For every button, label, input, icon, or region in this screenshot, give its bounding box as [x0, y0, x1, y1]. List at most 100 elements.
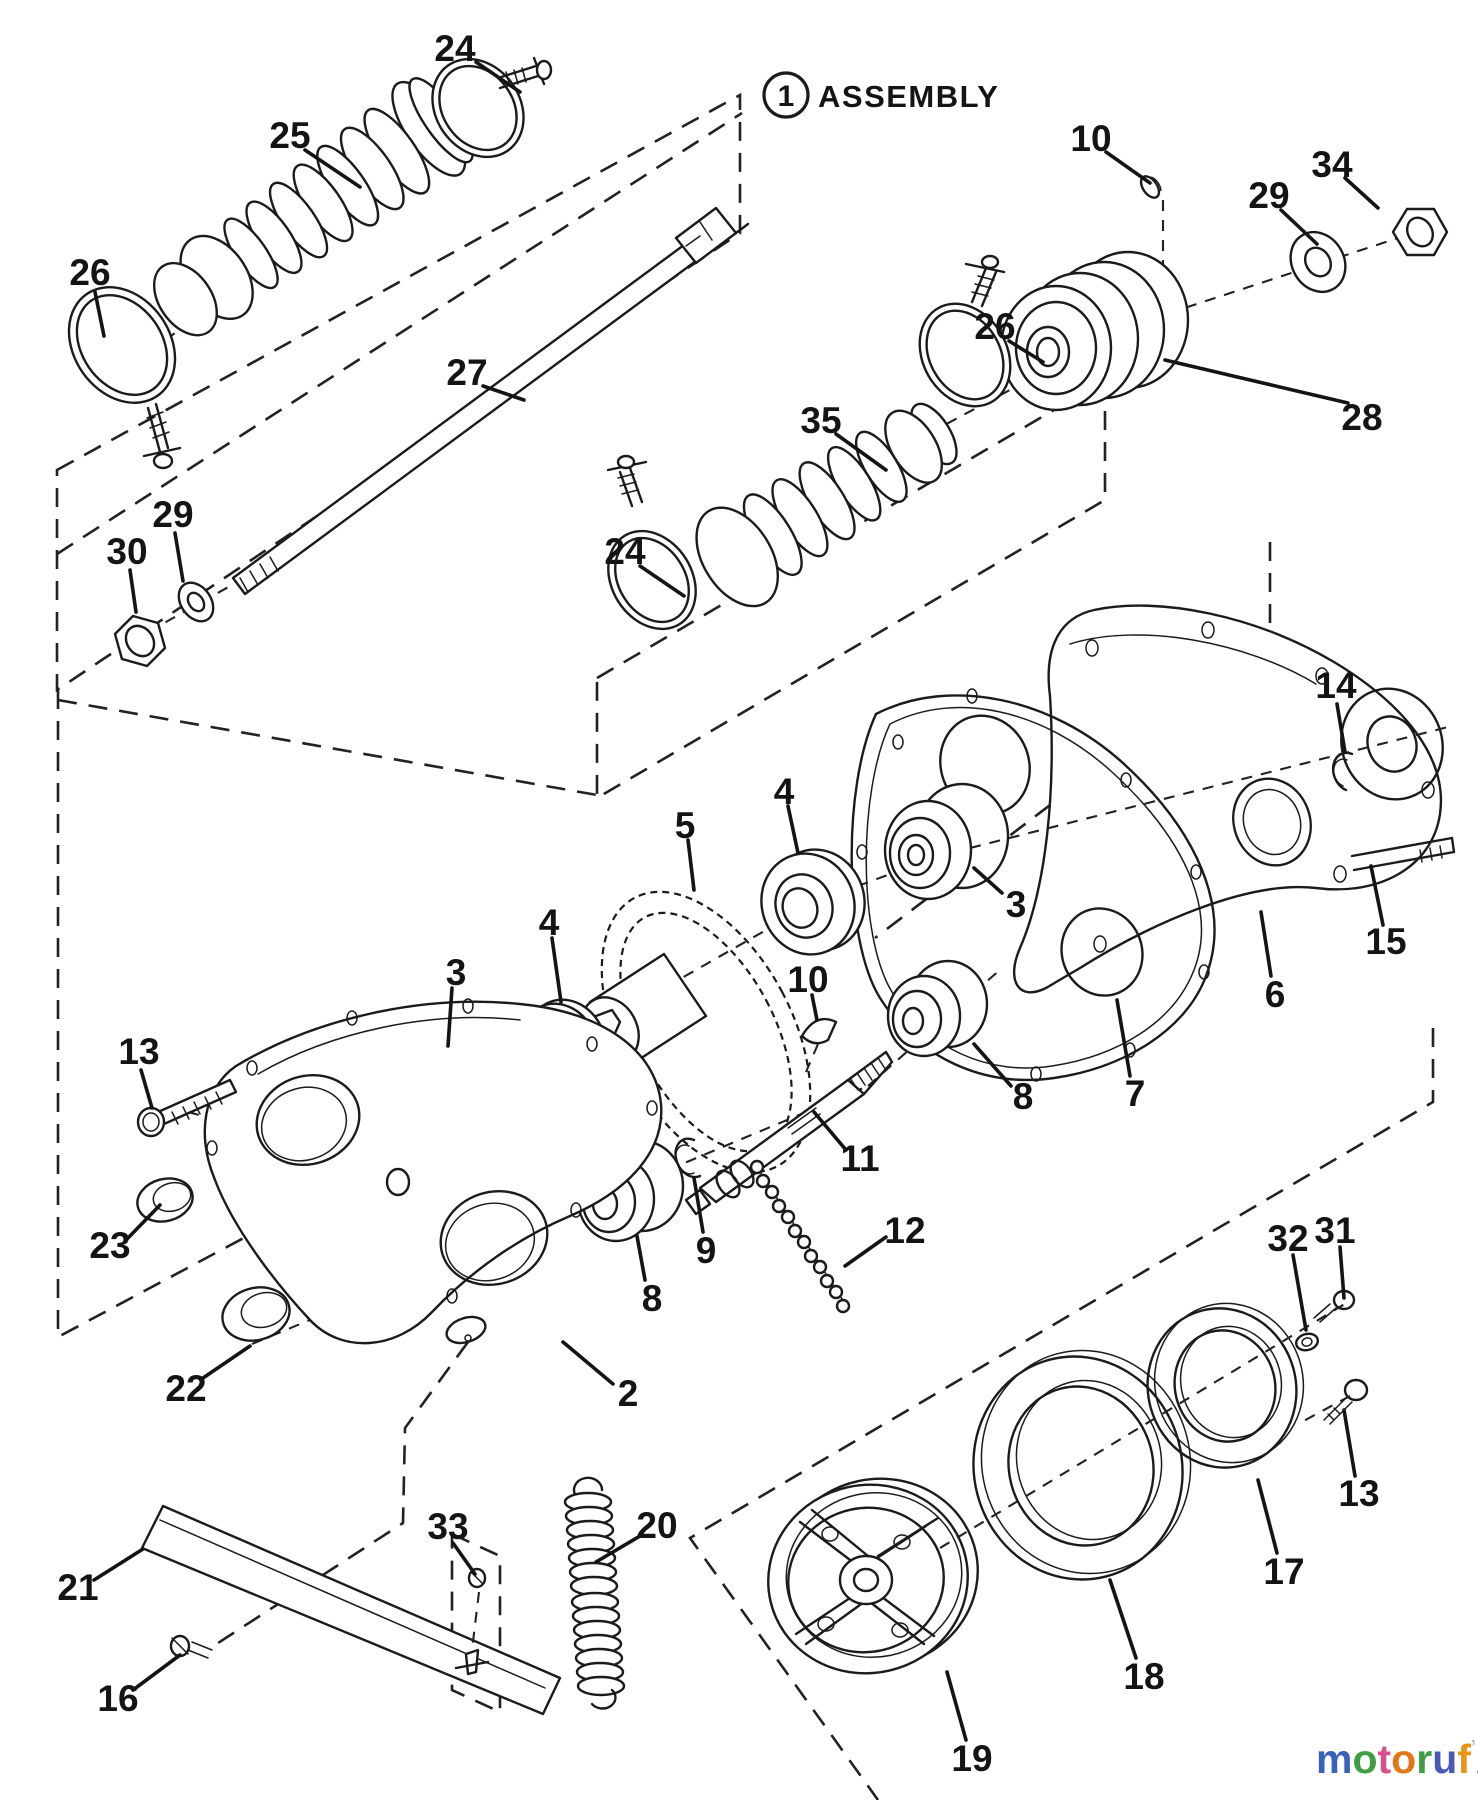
callout-24-mid: 24	[604, 531, 646, 572]
callout-31: 31	[1314, 1210, 1355, 1251]
leader-13-left	[139, 1068, 154, 1110]
part-28-pulley	[999, 250, 1190, 412]
callout-29-right: 29	[1248, 175, 1289, 216]
callout-22: 22	[165, 1368, 206, 1409]
callout-10-mid: 10	[787, 959, 828, 1000]
part-21-bracket	[140, 1504, 562, 1716]
leader-22	[201, 1344, 252, 1380]
part-24-clamp-top	[431, 56, 553, 159]
callout-4-left: 4	[539, 902, 560, 943]
leader-32	[1291, 1253, 1308, 1332]
part-35-boot-spring	[695, 402, 958, 608]
leader-12	[843, 1235, 888, 1268]
leader-17	[1256, 1478, 1279, 1555]
phantom-box-7	[688, 1028, 1435, 1800]
callout-3-left: 3	[446, 952, 467, 993]
assembly-title-label: ASSEMBLY	[818, 79, 999, 114]
watermark-suffix: .de	[1476, 1758, 1478, 1777]
part-20-spring	[563, 1476, 626, 1710]
callout-18: 18	[1123, 1656, 1164, 1697]
callout-23: 23	[89, 1225, 130, 1266]
callout-7: 7	[1125, 1073, 1146, 1114]
part-26-clamp-right	[918, 254, 1012, 408]
part-26-clamp-left	[67, 286, 182, 470]
leader-15	[1369, 864, 1385, 927]
leader-21	[92, 1547, 145, 1582]
centerline-over-0	[969, 724, 1453, 850]
leader-23	[126, 1203, 162, 1240]
callout-29-left: 29	[152, 494, 193, 535]
callout-25: 25	[269, 115, 310, 156]
part-2-cover	[203, 998, 663, 1345]
leader-16	[131, 1653, 182, 1692]
part-11-shaft	[684, 1050, 894, 1216]
part-18-belt	[972, 1349, 1192, 1581]
part-34-nut	[1391, 207, 1449, 257]
leader-8-right	[972, 1042, 1013, 1088]
assembly-number: 1	[778, 80, 795, 113]
leader-29-left	[173, 531, 185, 583]
callout-26-right: 26	[974, 306, 1015, 347]
leader-27	[481, 384, 526, 402]
leader-18	[1108, 1578, 1138, 1660]
callout-19: 19	[951, 1738, 992, 1779]
leader-31	[1338, 1245, 1346, 1300]
centerline-over-2	[1297, 1395, 1351, 1425]
part-10-woodruff-key	[800, 1017, 838, 1045]
leader-33	[451, 1541, 477, 1576]
callout-5: 5	[675, 805, 696, 846]
leader-9	[692, 1176, 705, 1234]
leader-10-mid	[810, 993, 819, 1022]
leader-11	[812, 1110, 848, 1152]
leader-3-right	[972, 866, 1004, 895]
callout-11: 11	[840, 1138, 879, 1179]
part-19-spoked-pulley	[767, 1477, 979, 1675]
leader-13-right	[1342, 1408, 1357, 1478]
part-4-bearing-right	[760, 848, 866, 956]
leader-2	[561, 1340, 615, 1386]
part-29-washer-right	[1289, 230, 1347, 294]
part-8-pulley-right	[886, 959, 989, 1058]
callout-10-right: 10	[1070, 118, 1111, 159]
callout-21: 21	[57, 1567, 98, 1608]
part-29-washer-left	[177, 581, 215, 623]
leader-10-right	[1104, 150, 1152, 185]
phantom-lines-layer	[55, 92, 1435, 1800]
part-6-chaincase-cover	[1012, 604, 1444, 994]
callout-15: 15	[1365, 921, 1406, 962]
leader-26-left	[93, 290, 106, 338]
callout-13-right: 13	[1338, 1473, 1379, 1514]
part-17-ring	[1146, 1302, 1305, 1469]
callout-33: 33	[427, 1506, 468, 1547]
watermark-letter: f	[1457, 1736, 1471, 1782]
callout-12: 12	[884, 1210, 925, 1251]
watermark-letter: o	[1391, 1736, 1417, 1782]
callout-14: 14	[1315, 665, 1357, 706]
leader-8-left	[635, 1234, 647, 1282]
leader-29-right	[1279, 208, 1319, 246]
leader-4-left	[550, 936, 563, 1004]
phantom-box-3	[56, 690, 256, 1340]
part-31-bolt	[1313, 1289, 1356, 1323]
leader-5	[686, 838, 696, 892]
part-27-shaft	[231, 206, 750, 596]
centerlines-over-layer	[939, 724, 1453, 1549]
leader-4-right	[786, 804, 800, 855]
leader-30	[128, 568, 138, 614]
part-12-chain	[749, 1159, 851, 1314]
leader-24-mid	[638, 564, 686, 598]
part-22-plug	[221, 1286, 291, 1342]
leader-20	[594, 1534, 642, 1564]
callout-8-right: 8	[1013, 1076, 1034, 1117]
part-16-bolt	[169, 1634, 213, 1659]
callout-24-top: 24	[434, 28, 476, 69]
leader-19	[945, 1670, 968, 1742]
leader-7	[1115, 998, 1132, 1078]
leader-14	[1335, 702, 1347, 754]
callout-27: 27	[446, 352, 487, 393]
part-30-nut	[113, 614, 167, 668]
callout-16: 16	[97, 1678, 138, 1719]
